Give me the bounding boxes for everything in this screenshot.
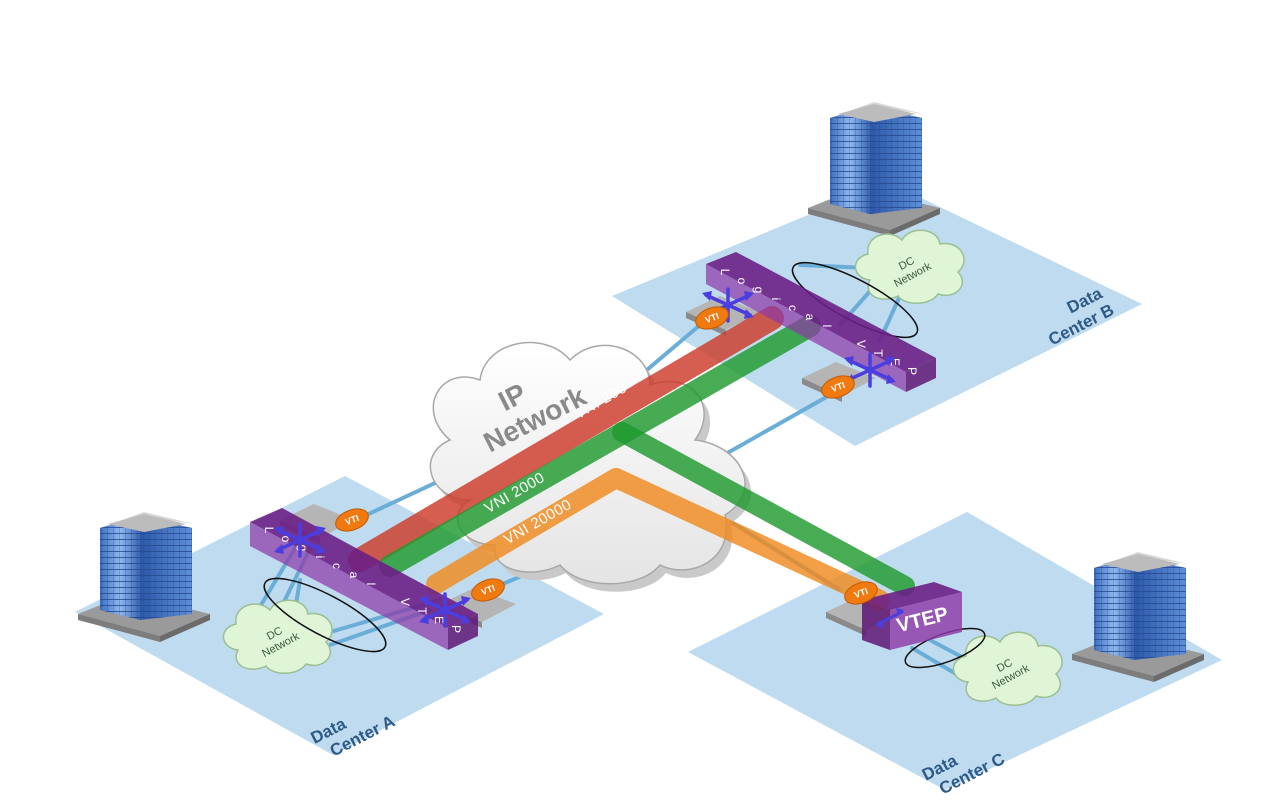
- logical-vtep-a-letters: L o g i c a l V T E P: [262, 527, 463, 633]
- data-center-a-plate: [75, 476, 604, 755]
- logical-vtep-b: [706, 252, 936, 392]
- vtep-letter: a: [803, 314, 817, 321]
- vtep-letter: i: [313, 556, 327, 559]
- vti-badge: VTI: [335, 508, 369, 532]
- dc-network-cloud-a: DC Network: [222, 599, 333, 674]
- vtep-letter: T: [415, 607, 429, 615]
- vtep-letter: T: [871, 349, 885, 357]
- vtep-letter: c: [330, 563, 344, 569]
- vtep-letter: V: [398, 598, 412, 606]
- vtep-letter: L: [718, 269, 732, 276]
- vti-badge: VTI: [471, 578, 505, 602]
- logical-vtep-b-letters: L o g i c a l V T E P: [718, 269, 919, 375]
- vti-label: VTI: [853, 586, 870, 600]
- vni-20000-tunnel: [426, 468, 890, 610]
- building-icon: [78, 512, 210, 642]
- vtep-letter: o: [279, 536, 293, 543]
- vni-2000-branch-tunnel: [612, 422, 915, 596]
- router-arrows-icon: [274, 522, 326, 558]
- vti-badge: VTI: [821, 375, 855, 399]
- dc-network-cloud-b: DC Network: [854, 229, 965, 304]
- vtep-letter: c: [786, 305, 800, 311]
- vtep-letter: l: [364, 583, 378, 586]
- vtep-letter: l: [820, 325, 834, 328]
- building-icon: [1072, 552, 1204, 682]
- vtep-letter: o: [735, 278, 749, 285]
- vni-200-tunnel: [348, 306, 784, 572]
- vti-label: VTI: [480, 583, 497, 597]
- vni-tunnels: [348, 306, 915, 610]
- vtep-letter: V: [854, 340, 868, 348]
- vtep-letter: i: [769, 298, 783, 301]
- building-icon: [808, 102, 940, 236]
- vni-2000-tunnel: [379, 315, 821, 577]
- vtep-letter: L: [262, 527, 276, 534]
- data-center-c-plate: [688, 512, 1222, 790]
- vtep-letter: E: [432, 616, 446, 624]
- vti-badge: VTI: [695, 306, 729, 330]
- vti-label: VTI: [344, 513, 361, 527]
- port-channel-ellipse: [263, 577, 387, 653]
- router-arrows-icon: [419, 592, 471, 628]
- vtep-letter: E: [888, 358, 902, 366]
- vtep-letter: P: [905, 367, 919, 375]
- vti-badge: VTI: [844, 581, 878, 605]
- dc-network-cloud-c: DC Network: [952, 631, 1063, 706]
- vtep-letter: g: [752, 287, 766, 294]
- vtep-letter: a: [347, 572, 361, 579]
- data-center-b-plate: [612, 182, 1142, 446]
- vtep-letter: P: [449, 625, 463, 633]
- vti-label: VTI: [704, 311, 721, 325]
- vti-label: VTI: [830, 380, 847, 394]
- vtep-c: VTEP: [862, 582, 962, 650]
- router-arrows-icon: [876, 608, 904, 628]
- vtep-letter: g: [296, 545, 310, 552]
